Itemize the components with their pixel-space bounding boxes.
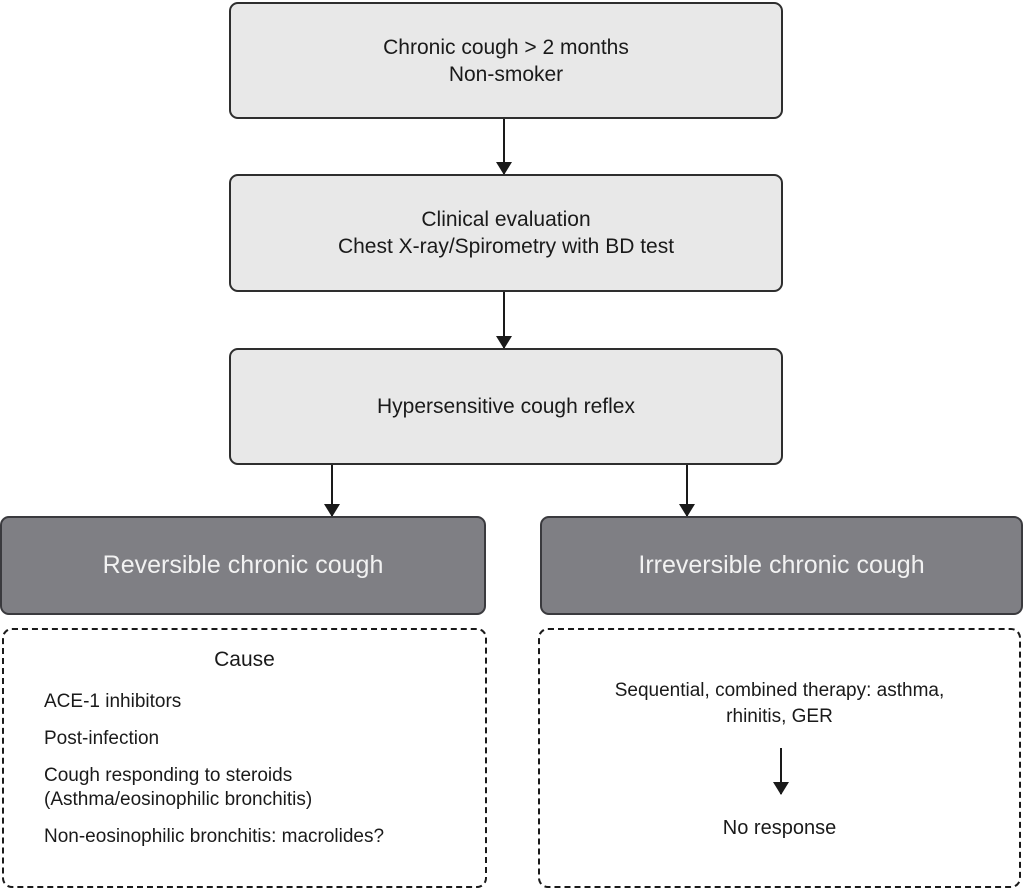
- node-chronic-cough-line1: Chronic cough > 2 months: [383, 35, 629, 59]
- therapy-line1: Sequential, combined therapy: asthma,: [614, 680, 945, 701]
- node-hypersensitive-cough-reflex-line1: Hypersensitive cough reflex: [377, 395, 635, 418]
- down-arrow-icon: [773, 748, 789, 795]
- down-arrow-icon: [496, 119, 512, 175]
- cause-list: ACE-1 inhibitors Post-infection Cough re…: [44, 690, 471, 849]
- node-reversible-chronic-cough: Reversible chronic cough: [0, 516, 486, 615]
- node-chronic-cough: Chronic cough > 2 months Non-smoker: [229, 2, 783, 119]
- down-arrow-icon: [679, 465, 695, 517]
- node-chronic-cough-line2: Non-smoker: [448, 62, 564, 86]
- therapy-line2: rhinitis, GER: [726, 706, 833, 727]
- node-irreversible-chronic-cough: Irreversible chronic cough: [540, 516, 1023, 615]
- cause-panel-title: Cause: [214, 648, 275, 671]
- cause-item: Cough responding to steroids (Asthma/eos…: [44, 765, 313, 810]
- therapy-text: Sequential, combined therapy: asthma, rh…: [540, 678, 1019, 730]
- panel-therapy: Sequential, combined therapy: asthma, rh…: [538, 628, 1021, 888]
- down-arrow-icon: [324, 465, 340, 517]
- node-hypersensitive-cough-reflex: Hypersensitive cough reflex: [229, 348, 783, 465]
- panel-cause: Cause ACE-1 inhibitors Post-infection Co…: [2, 628, 487, 888]
- node-clinical-evaluation: Clinical evaluation Chest X-ray/Spiromet…: [229, 174, 783, 292]
- cause-item: Non-eosinophilic bronchitis: macrolides?: [44, 826, 385, 847]
- cause-item: ACE-1 inhibitors: [44, 691, 182, 712]
- no-response-label: No response: [722, 817, 837, 839]
- cause-item: Post-infection: [44, 728, 160, 749]
- node-reversible-chronic-cough-label: Reversible chronic cough: [102, 551, 384, 579]
- node-clinical-evaluation-line1: Clinical evaluation: [421, 208, 591, 231]
- down-arrow-icon: [496, 292, 512, 349]
- node-irreversible-chronic-cough-label: Irreversible chronic cough: [638, 551, 925, 579]
- node-clinical-evaluation-line2: Chest X-ray/Spirometry with BD test: [337, 235, 675, 258]
